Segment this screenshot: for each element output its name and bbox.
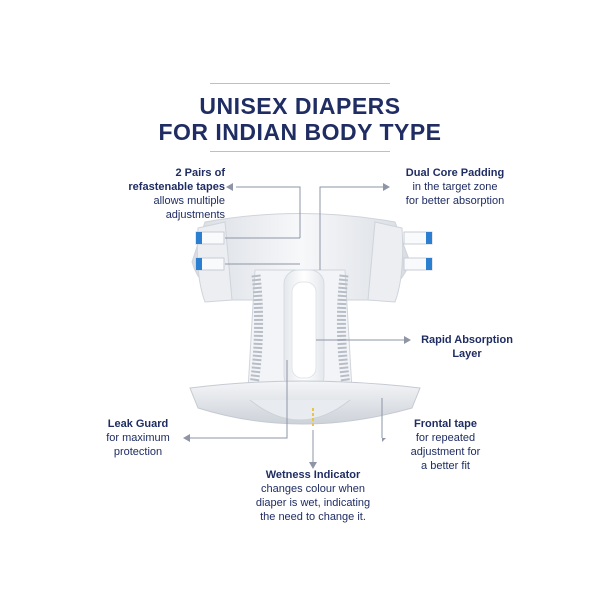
- page-title-line-1: UNISEX DIAPERS: [199, 93, 401, 119]
- tapes-leader: [236, 186, 301, 238]
- callout-frontal-tape: Frontal tape for repeated adjustment for…: [388, 417, 503, 473]
- dual-core-body-line-1: in the target zone: [412, 181, 498, 193]
- dual-core-leader: [319, 186, 383, 270]
- callout-dual-core: Dual Core Padding in the target zone for…: [380, 166, 530, 208]
- callout-leak-guard: Leak Guard for maximum protection: [88, 417, 188, 459]
- wetness-body-line-3: the need to change it.: [260, 511, 366, 523]
- dual-core: [291, 281, 317, 379]
- title-rule-bottom: [210, 151, 390, 152]
- page-title-line-2: FOR INDIAN BODY TYPE: [158, 119, 442, 145]
- tapes-heading-line-2: refastenable tapes: [128, 181, 225, 193]
- right-tape-top-tab: [426, 232, 432, 244]
- tapes-heading-line-1: 2 Pairs of: [175, 167, 225, 179]
- left-tape-top-tab: [196, 232, 202, 244]
- callout-rapid-absorption: Rapid Absorption Layer: [412, 333, 522, 361]
- frontal-tape-body-line-3: a better fit: [421, 460, 470, 472]
- front-center: [249, 399, 351, 421]
- tapes-body-line-1: allows multiple: [153, 195, 225, 207]
- frontal-tape-body-line-1: for repeated: [415, 432, 476, 444]
- rapid-heading-line-2: Layer: [452, 348, 482, 360]
- callout-wetness-indicator: Wetness Indicator changes colour when di…: [228, 468, 398, 524]
- right-ear: [367, 221, 404, 303]
- wetness-body-line-1: changes colour when: [261, 483, 365, 495]
- wetness-heading: Wetness Indicator: [265, 469, 361, 481]
- title-rule-top: [210, 83, 390, 84]
- leak-guard-arrow: [183, 434, 190, 442]
- frontal-tape-heading: Frontal tape: [414, 418, 477, 430]
- callout-tapes: 2 Pairs of refastenable tapes allows mul…: [60, 166, 225, 222]
- leak-guard-body-line-1: for maximum: [106, 432, 170, 444]
- leak-guard-body-line-2: protection: [113, 446, 163, 458]
- rapid-heading-line-1: Rapid Absorption: [421, 334, 513, 346]
- frontal-tape-end: [382, 438, 386, 442]
- rapid-arrow: [404, 336, 411, 344]
- wetness-arrow: [309, 462, 317, 469]
- dual-core-body-line-2: for better absorption: [405, 195, 505, 207]
- tapes-body-line-2: adjustments: [165, 209, 225, 221]
- leak-guard-heading: Leak Guard: [107, 418, 169, 430]
- right-tape-bottom-tab: [426, 258, 432, 270]
- frontal-tape-body-line-2: adjustment for: [410, 446, 481, 458]
- dual-core-heading: Dual Core Padding: [405, 167, 505, 179]
- tapes-arrow: [226, 183, 233, 191]
- wetness-body-line-2: diaper is wet, indicating: [255, 497, 371, 509]
- leak-guard-leader: [186, 360, 288, 439]
- left-tape-bottom-tab: [196, 258, 202, 270]
- dual-core-arrow: [383, 183, 390, 191]
